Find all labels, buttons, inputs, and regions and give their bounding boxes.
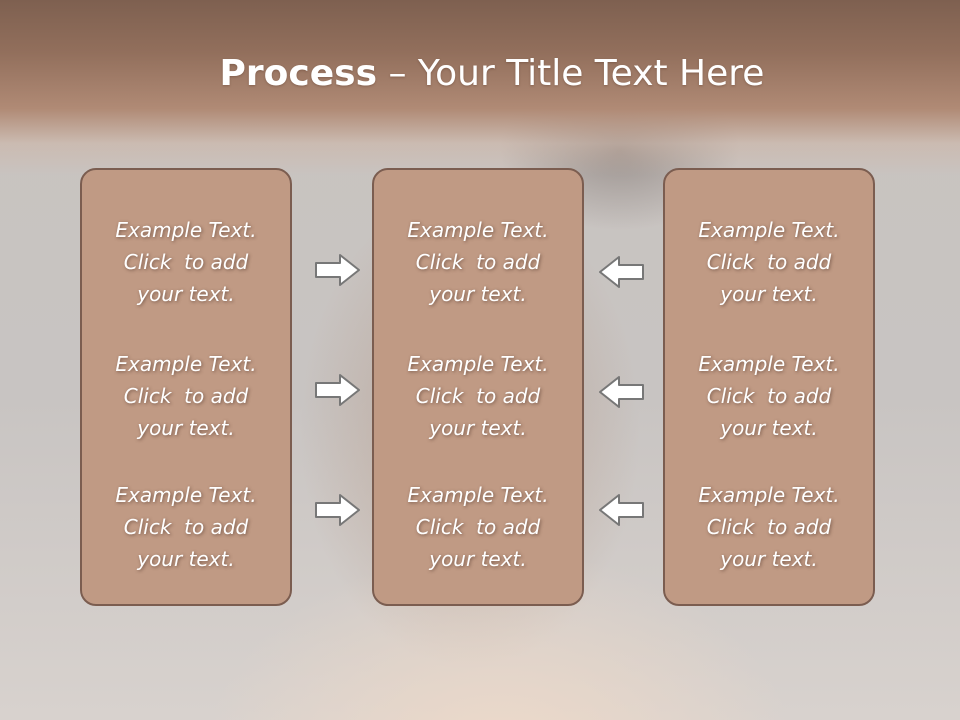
text-line: Click to add: [706, 515, 832, 539]
text-block[interactable]: Example Text. Click to add your text.: [374, 479, 582, 575]
arrow-right-icon: [314, 492, 362, 528]
right-panel[interactable]: Example Text. Click to add your text. Ex…: [663, 168, 875, 606]
text-line: Click to add: [706, 250, 832, 274]
text-block[interactable]: Example Text. Click to add your text.: [665, 214, 873, 310]
text-line: Example Text.: [407, 218, 549, 242]
text-line: your text.: [137, 416, 235, 440]
text-line: your text.: [137, 282, 235, 306]
text-line: Example Text.: [698, 218, 840, 242]
slide-title[interactable]: Process – Your Title Text Here: [0, 50, 960, 98]
header-band: [0, 0, 960, 175]
text-line: Click to add: [123, 250, 249, 274]
arrow-left-icon: [597, 254, 645, 290]
text-line: Example Text.: [698, 483, 840, 507]
text-line: Example Text.: [407, 352, 549, 376]
text-line: your text.: [720, 416, 818, 440]
text-line: Example Text.: [407, 483, 549, 507]
text-line: your text.: [429, 547, 527, 571]
text-block[interactable]: Example Text. Click to add your text.: [374, 348, 582, 444]
text-block[interactable]: Example Text. Click to add your text.: [82, 479, 290, 575]
text-line: Click to add: [415, 250, 541, 274]
arrow-left-icon: [597, 374, 645, 410]
text-block[interactable]: Example Text. Click to add your text.: [665, 479, 873, 575]
text-line: your text.: [429, 416, 527, 440]
text-line: your text.: [720, 547, 818, 571]
title-rest: – Your Title Text Here: [377, 53, 765, 94]
text-line: your text.: [720, 282, 818, 306]
text-block[interactable]: Example Text. Click to add your text.: [82, 214, 290, 310]
text-line: Click to add: [706, 384, 832, 408]
text-line: Click to add: [123, 515, 249, 539]
title-bold: Process: [219, 53, 378, 94]
arrow-left-icon: [597, 492, 645, 528]
text-line: Example Text.: [115, 483, 257, 507]
arrow-right-icon: [314, 252, 362, 288]
text-line: Example Text.: [115, 352, 257, 376]
text-line: your text.: [137, 547, 235, 571]
text-line: Click to add: [415, 515, 541, 539]
text-block[interactable]: Example Text. Click to add your text.: [82, 348, 290, 444]
arrow-right-icon: [314, 372, 362, 408]
text-line: Example Text.: [698, 352, 840, 376]
text-line: your text.: [429, 282, 527, 306]
text-line: Example Text.: [115, 218, 257, 242]
text-line: Click to add: [415, 384, 541, 408]
text-block[interactable]: Example Text. Click to add your text.: [665, 348, 873, 444]
left-panel[interactable]: Example Text. Click to add your text. Ex…: [80, 168, 292, 606]
text-line: Click to add: [123, 384, 249, 408]
center-panel[interactable]: Example Text. Click to add your text. Ex…: [372, 168, 584, 606]
text-block[interactable]: Example Text. Click to add your text.: [374, 214, 582, 310]
